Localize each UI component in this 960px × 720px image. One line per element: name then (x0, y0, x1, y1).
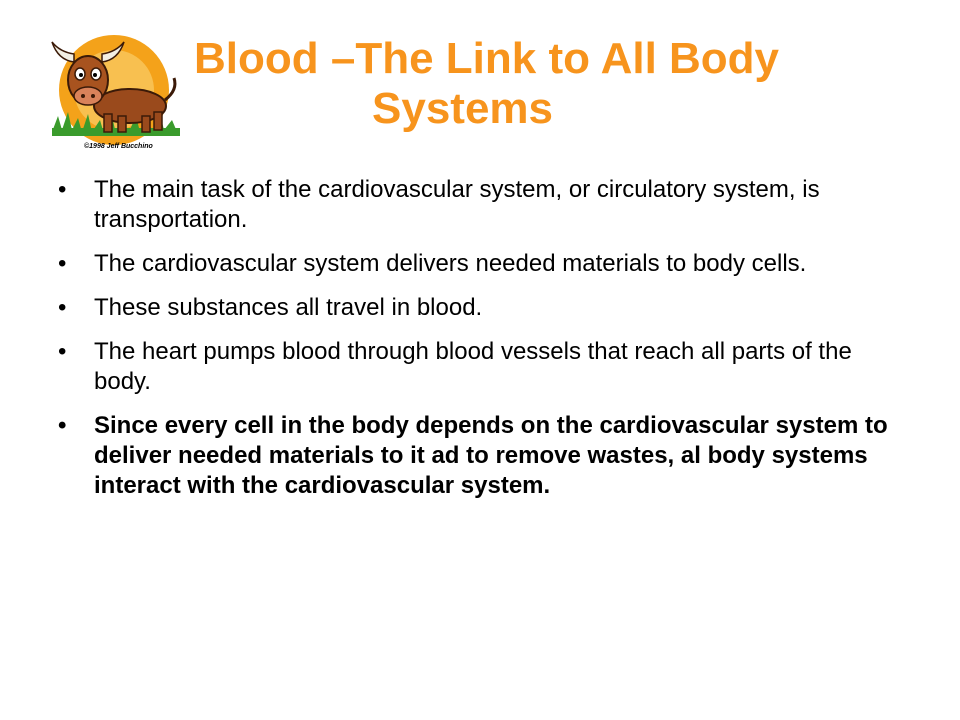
bullet-item-1: • The main task of the cardiovascular sy… (58, 175, 908, 235)
bullet-dot: • (58, 412, 67, 439)
bull-logo-icon: ©1998 Jeff Bucchino (44, 24, 186, 154)
bullet-list: • The main task of the cardiovascular sy… (58, 175, 908, 515)
slide-title: Blood –The Link to All Body Systems (180, 34, 920, 134)
bullet-item-5: • Since every cell in the body depends o… (58, 411, 908, 501)
bullet-text-3: These substances all travel in blood. (94, 294, 483, 321)
bullet-text-5: Since every cell in the body depends on … (94, 412, 888, 499)
title-line-1: Blood –The Link to All Body (194, 34, 780, 83)
bullet-item-2: • The cardiovascular system delivers nee… (58, 249, 908, 279)
bullet-dot: • (58, 338, 67, 365)
grass-base (52, 128, 180, 136)
bullet-item-3: • These substances all travel in blood. (58, 293, 908, 323)
title-line-2: Systems (372, 84, 554, 133)
right-horn (101, 41, 125, 63)
bullet-text-2: The cardiovascular system delivers neede… (94, 250, 807, 277)
bullet-text-4: The heart pumps blood through blood vess… (94, 338, 852, 395)
bullet-dot: • (58, 250, 67, 277)
bullet-dot: • (58, 176, 67, 203)
bullet-text-1: The main task of the cardiovascular syst… (94, 176, 820, 233)
left-horn (51, 41, 75, 63)
bull-clipart-svg: ©1998 Jeff Bucchino (51, 35, 180, 150)
bullet-item-4: • The heart pumps blood through blood ve… (58, 337, 908, 397)
bullet-dot: • (58, 294, 67, 321)
logo-caption: ©1998 Jeff Bucchino (84, 142, 154, 150)
